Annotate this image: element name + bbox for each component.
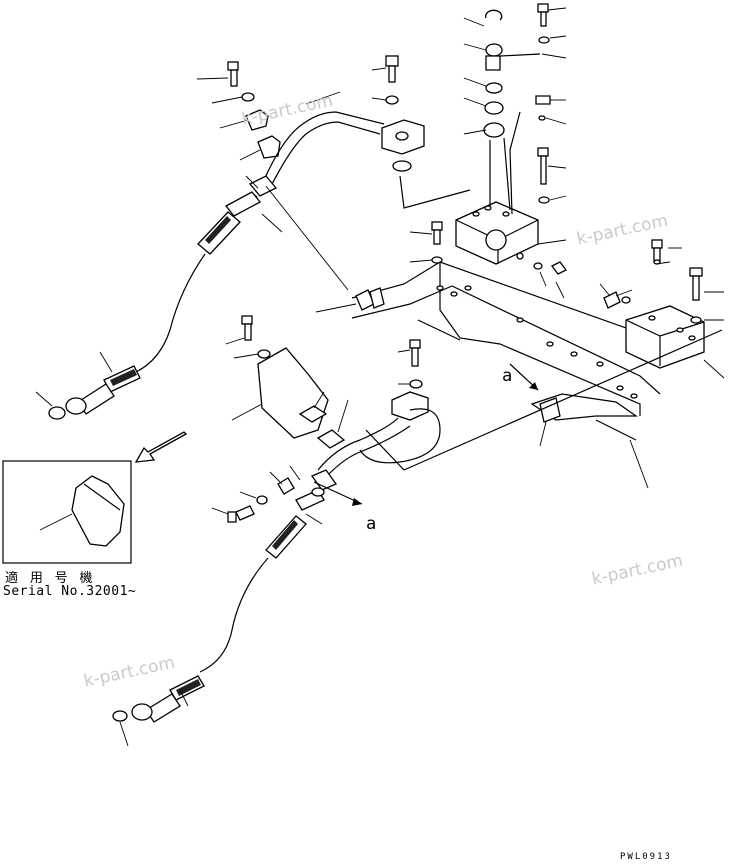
clamp-part <box>245 109 269 131</box>
upper-left-hose-assembly <box>35 61 425 420</box>
main-frame <box>315 239 725 489</box>
serial-label-ja: 適 用 号 機 <box>5 571 95 586</box>
hose-fitting-part <box>225 191 261 217</box>
right-block-part <box>625 305 705 369</box>
drawing-code: PWL0913 <box>620 852 672 862</box>
valve-spool-part <box>485 55 501 71</box>
snap-ring-part <box>485 9 503 21</box>
clamp-half-part <box>257 135 281 159</box>
reference-mark: a <box>502 366 513 386</box>
reference-mark: a <box>366 514 377 534</box>
valve-stack-assembly <box>399 3 567 299</box>
inset-detail <box>2 431 188 564</box>
frame-bolts <box>371 55 443 264</box>
washer-part <box>241 92 255 102</box>
shield-plate-part <box>257 347 329 439</box>
o-ring-part <box>48 406 66 420</box>
serial-label-en: Serial No.32001~ <box>3 584 137 599</box>
bolt-part <box>227 61 239 87</box>
lower-hose-assembly <box>112 315 539 747</box>
